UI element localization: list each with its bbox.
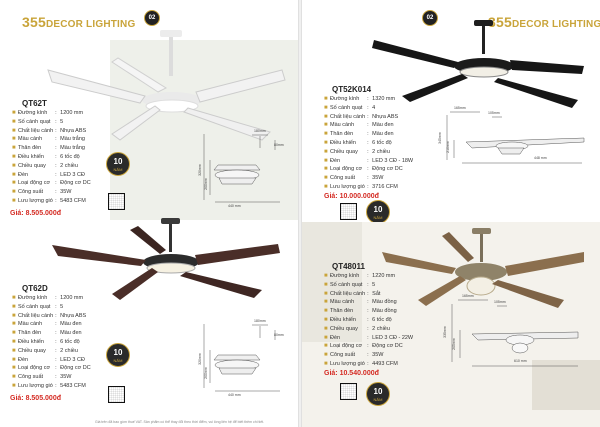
dimension-label: 105mm	[488, 111, 500, 115]
spec-row: ■Thân đèn:Màu trắng	[12, 145, 85, 152]
spec-table-qt62d: ■Đường kính:1200 mm ■Số cánh quạt:5 ■Chấ…	[12, 294, 93, 391]
spec-row: ■Thân đèn:Màu đồng	[324, 308, 397, 315]
dimension-label: 200mm	[203, 367, 208, 379]
spec-row: ■Loại động cơ:Động cơ DC	[324, 343, 403, 350]
spec-row: ■Thân đèn:Màu đen	[324, 131, 394, 138]
dimension-label: 180mm	[254, 129, 266, 133]
spec-row: ■Điều khiển:6 tốc độ	[12, 338, 80, 345]
spec-row: ■Màu cánh:Màu đen	[12, 321, 82, 328]
spec-row: ■Chiều quay:2 chiều	[324, 148, 390, 155]
price-qt62d: Giá: 8.505.000đ	[10, 395, 61, 402]
qr-code-qt48011[interactable]	[340, 383, 357, 400]
spec-row: ■Công suất:35W	[12, 189, 72, 196]
page-gutter	[298, 0, 302, 427]
spec-row: ■Số cánh quạt:5	[12, 303, 64, 310]
spec-row: ■Loại động cơ:Động cơ DC	[12, 180, 91, 187]
spec-row: ■Số cánh quạt:5	[324, 281, 376, 288]
dimension-label: 80mm	[274, 333, 284, 337]
page-badge: 02	[422, 10, 438, 26]
model-qt52k014: QT52K014	[332, 85, 372, 94]
dimension-drawing-qt62t	[203, 134, 280, 203]
spec-row: ■Điều khiển:6 tốc độ	[12, 153, 80, 160]
brand-logo: 355DECOR LIGHTING	[488, 14, 600, 30]
spec-row: ■Công suất:35W	[324, 175, 384, 182]
dimension-label: 165mm	[454, 106, 466, 110]
spec-row: ■Loại động cơ:Động cơ DC	[324, 166, 403, 173]
price-qt62t: Giá: 8.505.000đ	[10, 210, 61, 217]
spec-row: ■Số cánh quạt:4	[324, 104, 376, 111]
spec-row: ■Màu cánh:Màu trắng	[12, 136, 85, 143]
spec-row: ■Đèn:LED 3 CĐ - 18W	[324, 157, 414, 164]
spec-row: ■Chất liệu cánh:Nhựa ABS	[324, 113, 399, 120]
dimension-label: 448 mm	[534, 156, 547, 160]
dimension-label: 440 mm	[228, 393, 241, 397]
spec-row: ■Loại động cơ:Động cơ DC	[12, 365, 91, 372]
dimension-label: 320mm	[197, 353, 202, 365]
model-qt48011: QT48011	[332, 262, 365, 271]
spec-row: ■Lưu lượng gió:5483 CFM	[12, 197, 86, 204]
dimension-drawing-qt48011	[451, 299, 579, 367]
dimension-label: 205mm	[451, 338, 456, 350]
model-qt62t: QT62T	[22, 99, 47, 108]
price-qt52k014: Giá: 10.000.000đ	[324, 193, 379, 200]
spec-row: ■Lưu lượng gió:4493 CFM	[324, 360, 398, 367]
footnote: Giá trên đã bao gồm thuế VAT. Sản phẩm c…	[95, 420, 265, 424]
dimension-label: 105mm	[494, 300, 506, 304]
spec-row: ■Chiều quay:2 chiều	[12, 162, 78, 169]
qr-code-qt62t[interactable]	[108, 193, 125, 210]
spec-row: ■Chất liệu cánh:Sắt	[324, 290, 381, 297]
model-qt62d: QT62D	[22, 284, 48, 293]
right-page: 02 355DECOR LIGHTING QT52K014 ■Đường kín…	[302, 0, 600, 427]
spec-table-qt48011: ■Đường kính:1220 mm ■Số cánh quạt:5 ■Chấ…	[324, 272, 415, 369]
spec-row: ■Điều khiển:6 tốc độ	[324, 139, 392, 146]
brand-logo: 355DECOR LIGHTING	[22, 14, 136, 30]
spec-row: ■Chất liệu cánh:Nhựa ABS	[12, 312, 87, 319]
spec-table-qt52k014: ■Đường kính:1320 mm ■Số cánh quạt:4 ■Chấ…	[324, 95, 415, 192]
dimension-label: 335mm	[442, 326, 447, 338]
spec-row: ■Công suất:35W	[324, 352, 384, 359]
qr-code-qt62d[interactable]	[108, 386, 125, 403]
dimension-label: 180mm	[254, 319, 266, 323]
spec-row: ■Lưu lượng gió:3716 CFM	[324, 183, 398, 190]
fan-illustration-qt62t	[47, 30, 286, 141]
spec-row: ■Đường kính:1220 mm	[324, 273, 396, 279]
price-qt48011: Giá: 10.540.000đ	[324, 370, 379, 377]
spec-row: ■Màu cánh:Màu đen	[324, 122, 394, 129]
page-badge: 02	[144, 10, 160, 26]
dimension-label: 165mm	[462, 294, 474, 298]
fan-illustration-qt52k014	[372, 20, 584, 108]
spec-row: ■Đèn:LED 3 CĐ	[12, 171, 85, 178]
spec-row: ■Đường kính:1200 mm	[12, 110, 84, 116]
dimension-label: 610 mm	[514, 359, 527, 363]
dimension-label: 80mm	[274, 143, 284, 147]
dimension-label: 440 mm	[228, 204, 241, 208]
spec-row: ■Đường kính:1320 mm	[324, 96, 396, 102]
spec-row: ■Công suất:35W	[12, 374, 72, 381]
dimension-drawing-qt52k014	[446, 111, 585, 164]
spec-row: ■Điều khiển:6 tốc độ	[324, 316, 392, 323]
dimension-drawing-qt62d	[203, 324, 280, 392]
fan-illustration-qt48011	[302, 222, 600, 410]
qr-code-qt52k014[interactable]	[340, 203, 357, 220]
spec-row: ■Chiều quay:2 chiều	[324, 325, 390, 332]
left-page: 355DECOR LIGHTING 02 QT62T ■Đường kính:1…	[0, 0, 298, 427]
spec-row: ■Đèn:LED 3 CĐ - 22W	[324, 334, 414, 341]
fan-illustration-qt62d	[52, 218, 280, 300]
spec-row: ■Chiều quay:2 chiều	[12, 347, 78, 354]
spec-row: ■Đường kính:1200 mm	[12, 295, 84, 301]
spec-row: ■Đèn:LED 3 CĐ	[12, 356, 85, 363]
spec-row: ■Chất liệu cánh:Nhựa ABS	[12, 127, 87, 134]
spec-row: ■Số cánh quạt:5	[12, 118, 64, 125]
spec-table-qt62t: ■Đường kính:1200 mm ■Số cánh quạt:5 ■Chấ…	[12, 109, 93, 206]
spec-row: ■Thân đèn:Màu đen	[12, 330, 82, 337]
spec-row: ■Màu cánh:Màu đồng	[324, 299, 397, 306]
spec-row: ■Lưu lượng gió:5483 CFM	[12, 382, 86, 389]
